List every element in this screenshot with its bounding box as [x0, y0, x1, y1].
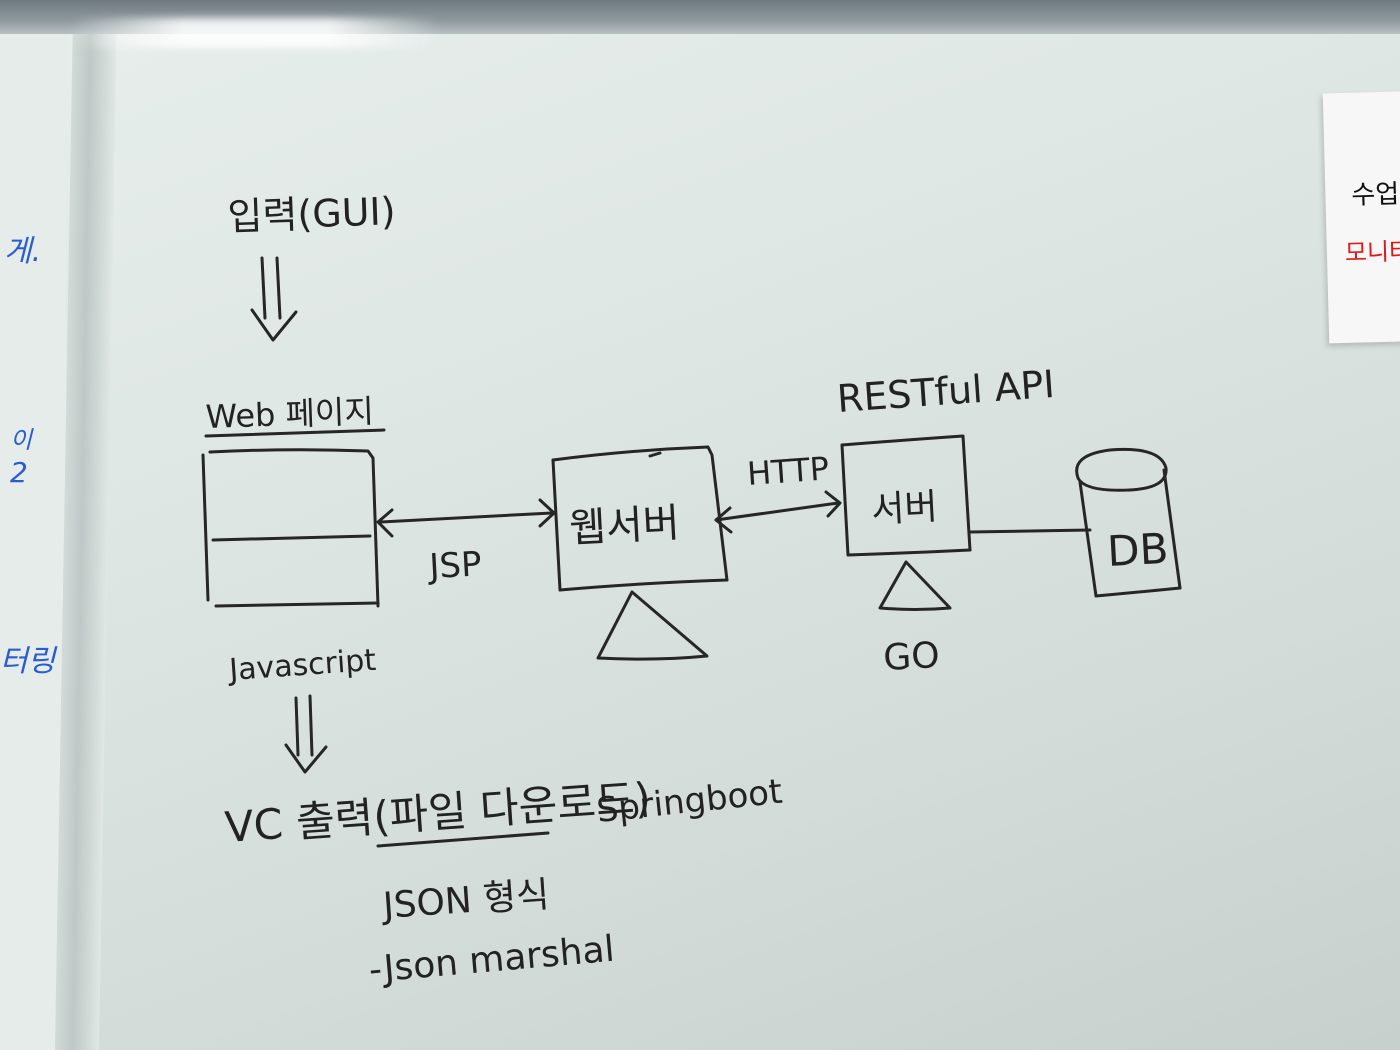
left-board-panel [0, 20, 66, 1050]
jsp-connector-arrow [376, 498, 556, 538]
web-page-underline [204, 428, 386, 438]
javascript-label: Javascript [226, 643, 377, 688]
output-underline [376, 831, 550, 848]
light-glare [70, 18, 440, 48]
left-margin-text-1: 게. [4, 234, 42, 269]
jsp-label: JSP [426, 544, 482, 587]
go-label: GO [882, 635, 940, 679]
web-page-label: Web 페이지 [205, 392, 374, 436]
http-label: HTTP [746, 449, 830, 493]
left-margin-text-3: 터링 [0, 644, 56, 679]
http-connector-arrow [714, 490, 842, 534]
server-label: 서버 [870, 487, 938, 531]
left-margin-text-2b: 2 [10, 456, 28, 489]
web-page-box [201, 448, 380, 608]
left-margin-text-2a: 이 [10, 426, 33, 454]
web-server-monitor [551, 445, 729, 661]
db-label: DB [1106, 524, 1170, 576]
go-server-monitor [840, 434, 972, 611]
json-format-label: JSON 형식 [380, 874, 551, 927]
input-label: 입력(GUI) [227, 189, 396, 239]
web-server-label: 웹서버 [568, 500, 681, 552]
input-double-arrow [250, 256, 298, 342]
restful-api-label: RESTful API [836, 362, 1057, 421]
db-cylinder [1075, 447, 1182, 598]
output-double-arrow [284, 694, 328, 774]
json-marshal-label: -Json marshal [367, 929, 616, 991]
server-db-link [968, 528, 1092, 534]
